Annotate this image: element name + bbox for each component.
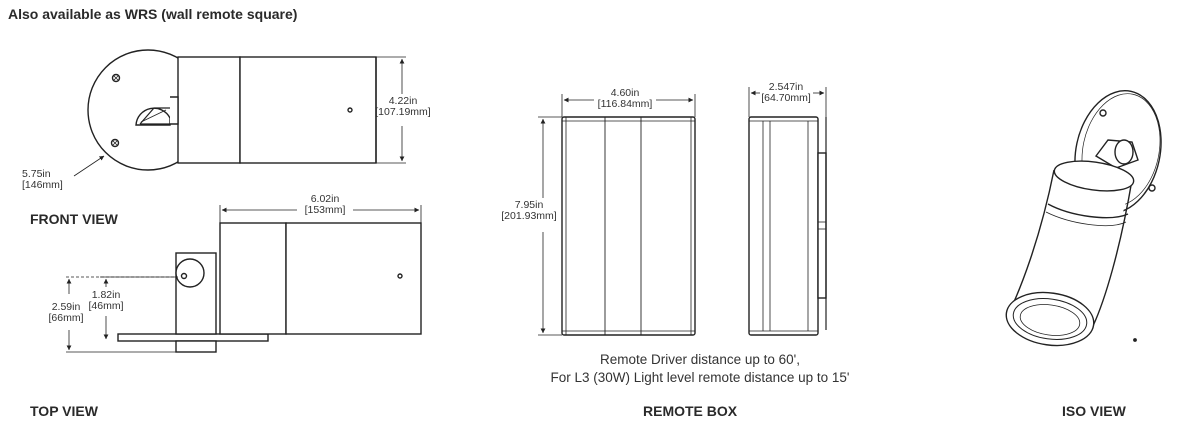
iso-view-drawing [1005, 90, 1162, 347]
dim-inches: 5.75in [22, 168, 51, 180]
screw-icon [110, 138, 120, 148]
dim-inches: 1.82in [91, 289, 121, 301]
dim-inches: 6.02in [310, 193, 340, 205]
box-width-label: 4.60in [116.84mm] [593, 88, 657, 110]
top-view-drawing [117, 222, 422, 353]
dim-mm: [146mm] [22, 179, 63, 191]
front-dimension-lines [73, 56, 406, 177]
dim-inches: 4.60in [610, 87, 640, 99]
header-note: Also available as WRS (wall remote squar… [8, 6, 298, 22]
remote-box-title: REMOTE BOX [643, 403, 738, 419]
box-depth-label: 2.547in [64.70mm] [756, 82, 816, 104]
top-depth-label: 2.59in [66mm] [45, 302, 87, 324]
dim-mm: [201.93mm] [501, 210, 557, 222]
dim-mm: [46mm] [88, 300, 124, 312]
dim-inches: 2.59in [51, 301, 81, 313]
screw-icon [111, 73, 121, 83]
remote-note-line2: For L3 (30W) Light level remote distance… [550, 370, 850, 385]
dim-mm: [116.84mm] [597, 98, 653, 110]
iso-view-title: ISO VIEW [1062, 403, 1126, 419]
dim-mm: [153mm] [304, 204, 346, 216]
top-view-title: TOP VIEW [30, 403, 98, 419]
front-height-label: 4.22in [107.19mm] [372, 96, 434, 118]
front-diameter-label: 5.75in [146mm] [22, 169, 68, 191]
dim-inches: 7.95in [514, 199, 544, 211]
front-view-drawing [87, 49, 377, 171]
box-height-label: 7.95in [201.93mm] [497, 200, 561, 222]
screw-icon [1099, 109, 1107, 117]
dim-inches: 4.22in [388, 95, 418, 107]
dim-inches: 2.547in [768, 81, 804, 93]
screw-icon [1148, 184, 1156, 192]
remote-dimension-lines [538, 87, 827, 336]
front-view-title: FRONT VIEW [30, 211, 118, 227]
dim-mm: [107.19mm] [375, 106, 431, 118]
top-pivot-label: 1.82in [46mm] [84, 290, 128, 312]
remote-box-side-drawing [748, 116, 827, 336]
screw-cross-icon [112, 74, 120, 82]
dim-mm: [64.70mm] [761, 92, 811, 104]
remote-note-line1: Remote Driver distance up to 60', [600, 352, 800, 367]
remote-box-front-drawing [561, 116, 696, 336]
top-dimension-lines [66, 205, 422, 353]
top-length-label: 6.02in [153mm] [297, 194, 353, 216]
dim-mm: [66mm] [48, 312, 84, 324]
